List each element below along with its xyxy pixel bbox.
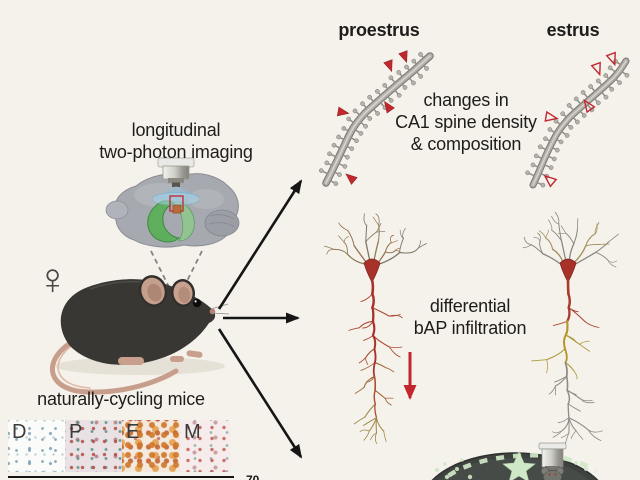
mouse-ear-back: [138, 275, 168, 307]
female-symbol: ♀: [36, 255, 69, 304]
bottom-axis-line: [8, 476, 234, 479]
spine-caption-line3: & composition: [410, 134, 522, 154]
estrus-label: estrus: [546, 20, 600, 40]
stage-letter-m: M: [184, 421, 201, 443]
histology-panel-diestrus: D: [8, 420, 65, 472]
bap-caption-line1: differential: [429, 296, 511, 316]
clipped-text-fragment: 70: [246, 474, 272, 480]
stage-letter-p: P: [69, 421, 83, 443]
histology-panel-metestrus: M: [180, 420, 231, 472]
bap-caption: differential bAP infiltration: [370, 295, 570, 339]
mini-mouse-head: [541, 467, 564, 480]
disc-dots: [434, 456, 588, 480]
proestrus-label: proestrus: [338, 20, 420, 40]
olfactory-bulb: [105, 200, 129, 220]
mouse-ear-front: [170, 279, 196, 307]
mini-objective-icon: [538, 442, 567, 474]
estrous-cytology-strip: D P E M: [8, 420, 231, 472]
histology-panel-proestrus: P: [65, 420, 122, 472]
spine-caption-line2: CA1 spine density: [395, 112, 537, 132]
imaging-light-cone: [151, 186, 201, 214]
spine-caption: changes in CA1 spine density & compositi…: [366, 89, 566, 155]
open-arrowheads-estrus: [543, 51, 616, 188]
mouse-hind-foot: [118, 357, 144, 365]
stage-letter-d: D: [12, 421, 27, 443]
mouse-eye: [192, 298, 202, 308]
filled-arrowheads-proestrus: [336, 50, 408, 185]
objective-lens-icon: [157, 157, 195, 187]
running-disc-illustration: [431, 442, 599, 480]
mouse-illustration: [50, 275, 230, 395]
flow-arrows: [217, 179, 303, 459]
star-icon: [502, 451, 536, 480]
stage-letter-e: E: [126, 421, 140, 443]
arrow-to-disc-panel: [217, 328, 303, 459]
dendrite-estrus: [525, 57, 630, 189]
dendrite-proestrus: [318, 52, 434, 187]
imaging-label: longitudinal two-photon imaging: [66, 119, 286, 163]
mice-label: naturally-cycling mice: [37, 389, 205, 409]
arrow-to-spine-panel: [217, 179, 303, 310]
neuron-attenuated-bap: [522, 211, 619, 444]
imaging-label-line2: two-photon imaging: [99, 142, 253, 162]
mouse-tail: [50, 339, 179, 395]
spine-caption-line1: changes in: [423, 90, 509, 110]
disc-rim-dashes: [439, 453, 598, 480]
histology-panel-estrus: E: [122, 420, 180, 472]
imaging-label-line1: longitudinal: [131, 120, 221, 140]
bap-caption-line2: bAP infiltration: [413, 318, 527, 338]
neuron-full-bap: [324, 213, 427, 444]
